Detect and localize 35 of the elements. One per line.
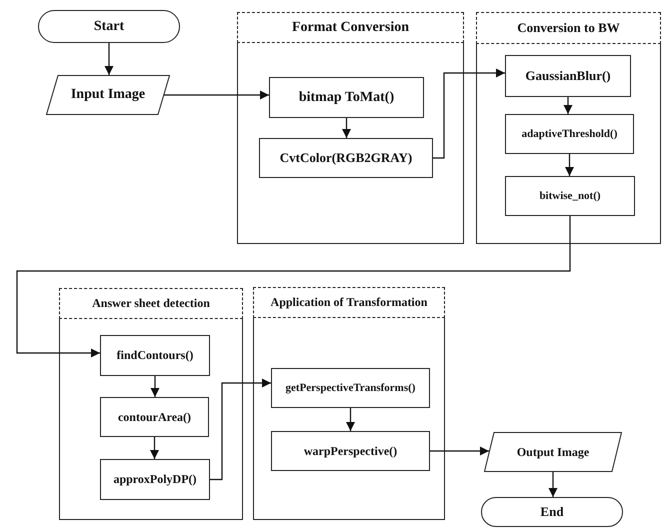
arrow (548, 472, 558, 497)
arrow (164, 90, 269, 100)
group-title: Application of Transformation (253, 287, 445, 318)
group-panel (476, 12, 661, 244)
group-title: Format Conversion (237, 12, 464, 43)
arrow (346, 408, 355, 431)
shape-label: Input Image (70, 87, 146, 103)
terminal-shape: End (481, 497, 623, 527)
process-box: bitmap ToMat() (269, 77, 424, 118)
group-title: Conversion to BW (476, 12, 661, 44)
shape-label: Output Image (516, 444, 590, 460)
arrow (210, 378, 271, 480)
process-box: adaptiveThreshold() (505, 114, 634, 154)
group-panel (237, 12, 464, 244)
process-box: CvtColor(RGB2GRAY) (259, 138, 433, 178)
group-title: Answer sheet detection (59, 288, 243, 319)
process-box: bitwise_not() (505, 176, 635, 216)
process-box: findContours() (100, 335, 210, 376)
arrow (342, 118, 351, 138)
terminal-shape: Start (38, 10, 180, 43)
process-box: warpPerspective() (271, 431, 430, 471)
process-box: approxPolyDP() (100, 459, 210, 500)
arrow (430, 446, 489, 456)
arrow (104, 43, 114, 75)
group-panel (253, 287, 445, 520)
process-box: contourArea() (100, 397, 209, 437)
process-box: getPerspectiveTransforms() (271, 368, 430, 408)
group-panel (59, 288, 243, 520)
arrow (16, 216, 571, 358)
arrow (564, 97, 572, 114)
process-box: GaussianBlur() (505, 55, 631, 97)
arrow (150, 437, 159, 459)
arrow (150, 376, 160, 397)
arrow (433, 68, 505, 159)
arrow (565, 154, 574, 176)
